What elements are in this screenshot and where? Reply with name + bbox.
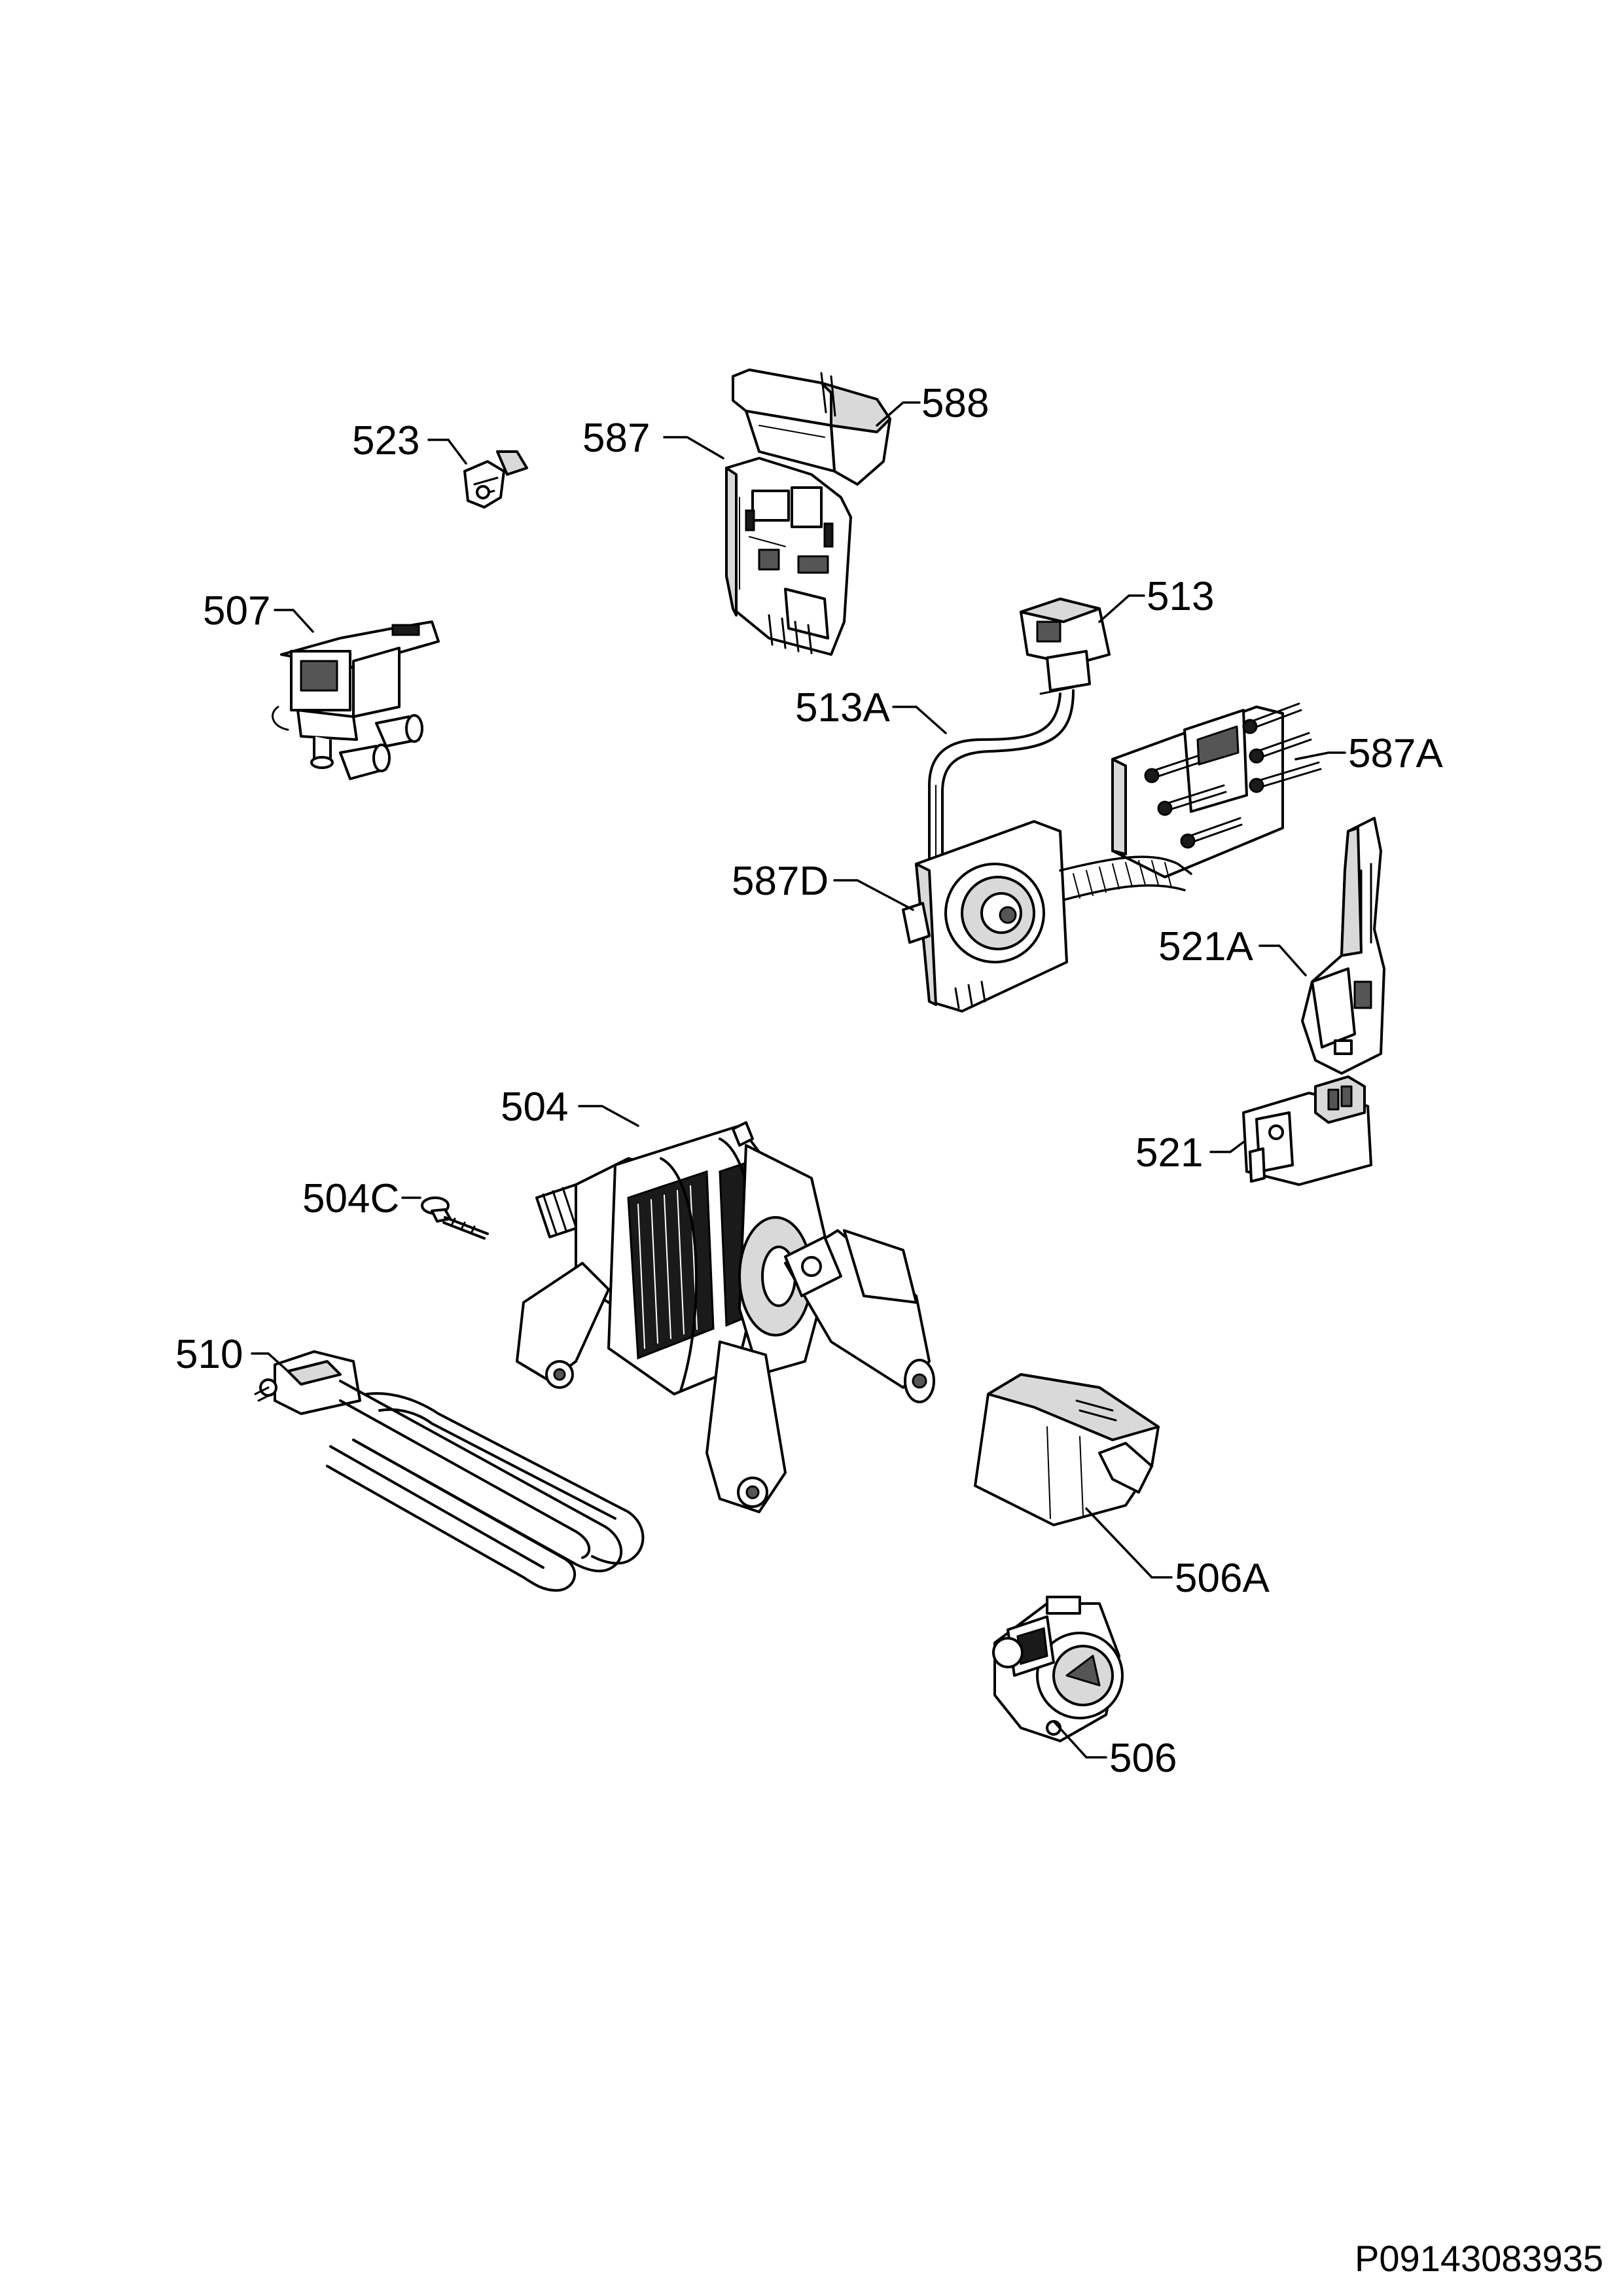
part-506a-illustration xyxy=(974,1373,1160,1526)
part-506a-callout: 506A xyxy=(1085,1507,1270,1601)
part-587-illustration xyxy=(725,457,852,656)
part-521a-label: 521A xyxy=(1158,924,1253,969)
part-504-illustration xyxy=(516,1121,935,1513)
part-506-callout: 506 xyxy=(1052,1720,1177,1781)
part-504c-callout: 504C xyxy=(302,1176,421,1221)
part-587d-callout: 587D xyxy=(732,859,914,911)
part-513a-label: 513A xyxy=(795,685,890,730)
part-510-illustration xyxy=(254,1350,645,1592)
part-521a-illustration xyxy=(1301,817,1385,1075)
part-588-illustration xyxy=(732,368,891,486)
part-513-illustration xyxy=(1020,598,1111,695)
part-587-label: 587 xyxy=(582,416,650,461)
part-513-callout: 513 xyxy=(1098,574,1214,623)
part-587d-illustration xyxy=(902,820,1192,1013)
part-504c-illustration xyxy=(421,1196,489,1240)
part-588-callout: 588 xyxy=(876,381,989,427)
part-506-label: 506 xyxy=(1109,1736,1177,1781)
part-523-illustration xyxy=(463,450,528,509)
part-510-callout: 510 xyxy=(175,1332,289,1377)
part-587a-illustration xyxy=(1111,702,1322,878)
part-588-label: 588 xyxy=(921,381,989,426)
part-506-illustration xyxy=(992,1596,1124,1742)
part-523-label: 523 xyxy=(352,418,419,463)
part-504-callout: 504 xyxy=(501,1085,639,1130)
drawing-code: P09143083935 xyxy=(1355,2238,1603,2279)
part-507-label: 507 xyxy=(203,588,270,634)
part-521-illustration xyxy=(1242,1075,1372,1186)
part-507-illustration xyxy=(272,620,440,780)
part-507-callout: 507 xyxy=(203,588,314,634)
part-521-callout: 521 xyxy=(1135,1130,1245,1175)
part-513a-callout: 513A xyxy=(795,685,947,734)
part-513-label: 513 xyxy=(1147,574,1214,619)
part-587-callout: 587 xyxy=(582,416,724,461)
part-587d-label: 587D xyxy=(732,859,829,904)
part-521a-callout: 521A xyxy=(1158,924,1307,977)
part-587a-label: 587A xyxy=(1348,731,1443,776)
part-523-callout: 523 xyxy=(352,418,467,465)
part-510-label: 510 xyxy=(175,1332,243,1377)
part-504-label: 504 xyxy=(501,1085,568,1130)
part-587a-callout: 587A xyxy=(1294,731,1443,776)
part-506a-label: 506A xyxy=(1175,1556,1270,1601)
part-504c-label: 504C xyxy=(302,1176,399,1221)
part-521-label: 521 xyxy=(1135,1130,1203,1175)
